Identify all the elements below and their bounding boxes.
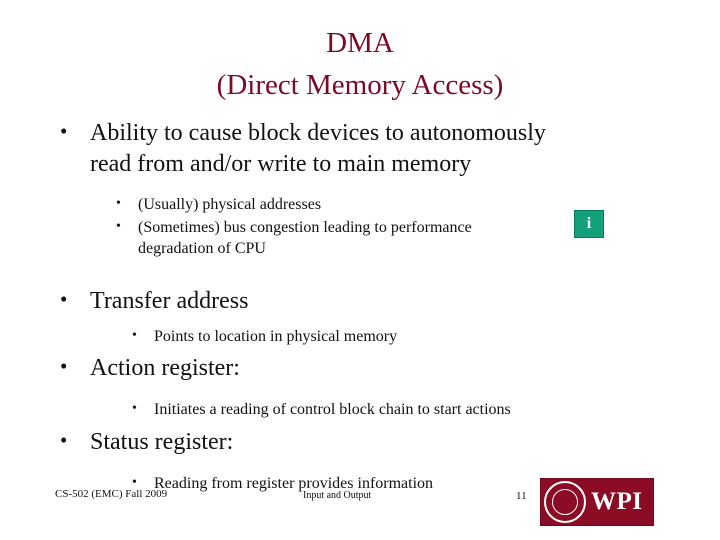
footer-section-label: Input and Output xyxy=(303,490,372,501)
bullet-text: Action register: xyxy=(90,355,240,382)
bullet-glyph-icon: • xyxy=(132,327,137,343)
wpi-logo-text: WPI xyxy=(591,488,643,515)
bullet-level2-bus-congestion: • (Sometimes) bus congestion leading to … xyxy=(46,218,686,260)
bullet-level2-initiates-reading: • Initiates a reading of control block c… xyxy=(46,400,686,421)
spacer xyxy=(46,319,686,325)
page-title: DMA (Direct Memory Access) xyxy=(0,22,720,106)
bullet-level1-ability: • Ability to cause block devices to auto… xyxy=(46,118,686,179)
bullet-level1-action-register: • Action register: xyxy=(46,353,686,384)
bullet-text: Transfer address xyxy=(90,287,249,314)
bullet-glyph-icon: • xyxy=(60,286,68,311)
title-line-1: DMA xyxy=(326,27,394,59)
bullet-level1-status-register: • Status register: xyxy=(46,427,686,458)
spacer xyxy=(46,460,686,472)
info-icon[interactable]: i xyxy=(574,210,604,238)
bullet-glyph-icon: • xyxy=(60,119,68,143)
bullet-text: Status register: xyxy=(90,428,234,455)
spacer xyxy=(46,181,686,193)
bullet-text: Initiates a reading of control block cha… xyxy=(154,401,511,419)
bullet-level2-points-to-location: • Points to location in physical memory xyxy=(46,327,686,348)
bullet-text-line-1: (Sometimes) bus congestion leading to pe… xyxy=(138,219,472,237)
bullet-glyph-icon: • xyxy=(60,354,68,379)
bullet-text: (Usually) physical addresses xyxy=(138,196,322,214)
wpi-logo: WPI xyxy=(540,478,654,526)
bullet-glyph-icon: • xyxy=(132,474,137,490)
footer-course-label: CS-502 (EMC) Fall 2009 xyxy=(55,488,168,500)
slide-body: • Ability to cause block devices to auto… xyxy=(46,118,686,494)
title-line-2: (Direct Memory Access) xyxy=(216,69,504,102)
wpi-seal-icon xyxy=(544,481,586,523)
bullet-text-line-2: read from and/or write to main memory xyxy=(90,150,472,177)
bullet-glyph-icon: • xyxy=(116,196,121,212)
bullet-text-line-2: degradation of CPU xyxy=(138,240,266,258)
bullet-glyph-icon: • xyxy=(116,219,121,235)
bullet-glyph-icon: • xyxy=(132,401,137,417)
bullet-level2-reading-from-register: • Reading from register provides informa… xyxy=(46,474,686,495)
slide-footer: CS-502 (EMC) Fall 2009 Input and Output … xyxy=(0,478,720,540)
footer-page-number: 11 xyxy=(516,490,527,502)
bullet-text: Points to location in physical memory xyxy=(154,327,398,345)
bullet-text: Reading from register provides informati… xyxy=(154,474,434,492)
bullet-level1-transfer-address: • Transfer address xyxy=(46,286,686,317)
bullet-text-line-1: Ability to cause block devices to autono… xyxy=(90,120,546,146)
bullet-level2-physical-addresses: • (Usually) physical addresses xyxy=(46,195,686,216)
spacer xyxy=(46,260,686,286)
bullet-glyph-icon: • xyxy=(60,427,68,452)
spacer xyxy=(46,386,686,398)
